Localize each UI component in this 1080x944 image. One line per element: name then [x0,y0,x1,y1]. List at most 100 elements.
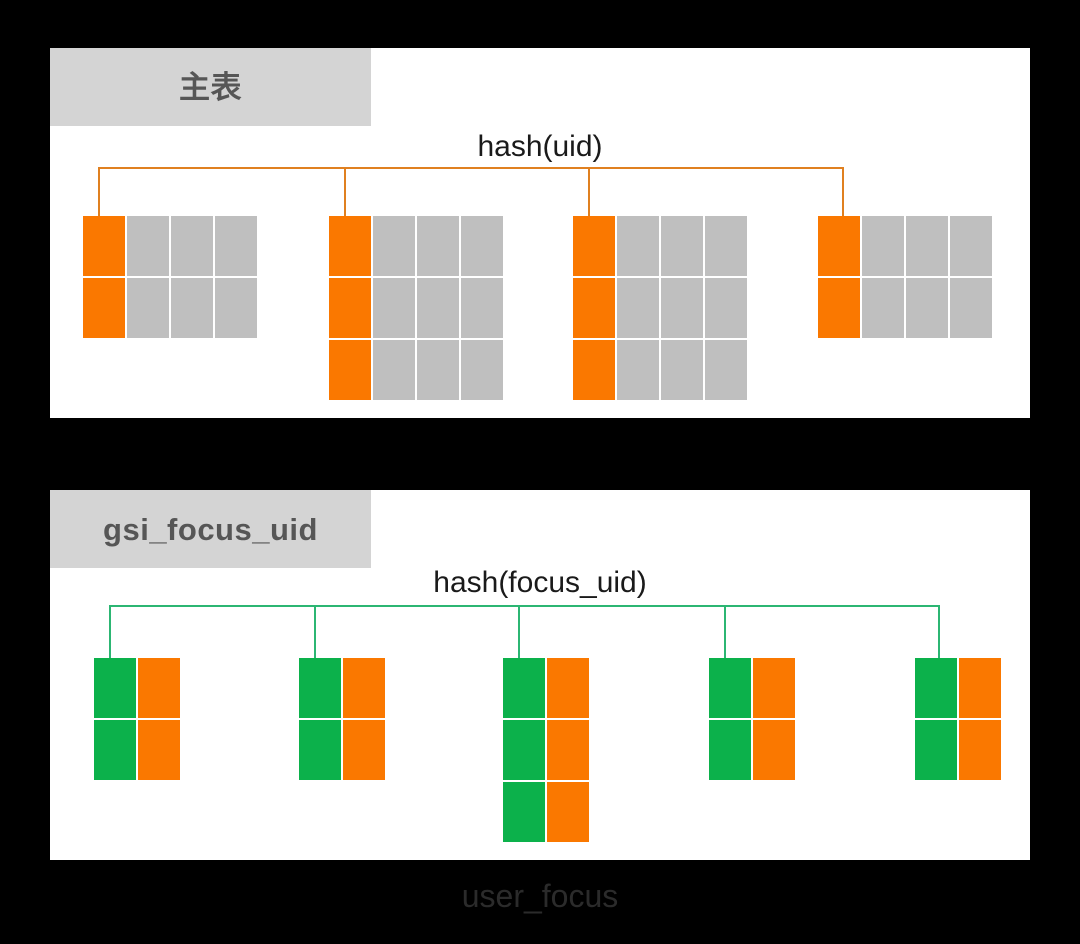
table-row [503,720,589,780]
gsi-partition-block [94,658,180,780]
partition-key-cell [329,216,371,276]
connector-drop [314,605,316,658]
data-cell [373,340,415,400]
table-row [709,720,795,780]
table-row [329,216,503,276]
table-row [94,658,180,718]
gsi-partition-block [915,658,1001,780]
gsi-table-header-label: gsi_focus_uid [103,511,318,547]
gsi-key-cell [915,658,957,718]
gsi-value-cell [547,720,589,780]
partition-key-cell [83,278,125,338]
gsi-value-cell [343,658,385,718]
table-row [83,278,257,338]
table-row [83,216,257,276]
table-row [573,340,747,400]
data-cell [950,278,992,338]
hash-focus-uid-label: hash(focus_uid) [433,566,647,599]
partition-block [818,216,992,338]
gsi-value-cell [753,658,795,718]
data-cell [373,278,415,338]
partition-key-cell [329,278,371,338]
data-cell [661,216,703,276]
data-cell [171,278,213,338]
data-cell [661,278,703,338]
gsi-key-cell [709,658,751,718]
table-row [329,278,503,338]
gsi-key-cell [709,720,751,780]
data-cell [862,278,904,338]
connector-drop [109,605,111,658]
main-table-header-label: 主表 [179,69,242,105]
gsi-value-cell [138,658,180,718]
table-row [818,278,992,338]
partition-block [573,216,747,400]
table-row [94,720,180,780]
hash-uid-label: hash(uid) [477,130,603,163]
gsi-partition-block [299,658,385,780]
data-cell [417,278,459,338]
partition-key-cell [818,216,860,276]
partition-key-cell [329,340,371,400]
gsi-partition-block [709,658,795,780]
gsi-table-header: gsi_focus_uid [50,490,371,568]
table-row [299,658,385,718]
data-cell [617,216,659,276]
data-cell [417,216,459,276]
gsi-value-cell [547,658,589,718]
gsi-key-cell [299,658,341,718]
table-row [818,216,992,276]
data-cell [373,216,415,276]
gsi-key-cell [503,720,545,780]
table-row [299,720,385,780]
data-cell [461,340,503,400]
data-cell [171,216,213,276]
table-row [915,720,1001,780]
partition-key-cell [573,340,615,400]
table-row [503,658,589,718]
data-cell [705,278,747,338]
gsi-value-cell [547,782,589,842]
connector-bus [98,167,844,169]
partition-block [83,216,257,338]
data-cell [215,278,257,338]
table-row [915,658,1001,718]
data-cell [617,278,659,338]
connector-bus [109,605,940,607]
connector-drop [518,605,520,658]
connector-drop [98,167,100,216]
data-cell [661,340,703,400]
main-table-panel: 主表 hash(uid) [50,48,1030,418]
partition-block [329,216,503,400]
partition-key-cell [818,278,860,338]
partition-key-cell [83,216,125,276]
gsi-value-cell [343,720,385,780]
data-cell [862,216,904,276]
diagram-caption: user_focus [461,878,619,914]
table-row [503,782,589,842]
table-row [709,658,795,718]
main-table-header: 主表 [50,48,371,126]
partition-key-cell [573,278,615,338]
data-cell [215,216,257,276]
gsi-table-panel: gsi_focus_uid hash(focus_uid) [50,490,1030,860]
data-cell [461,216,503,276]
data-cell [127,216,169,276]
gsi-key-cell [503,658,545,718]
data-cell [417,340,459,400]
data-cell [617,340,659,400]
gsi-value-cell [753,720,795,780]
gsi-key-cell [94,658,136,718]
connector-drop [588,167,590,216]
gsi-value-cell [959,658,1001,718]
gsi-value-cell [959,720,1001,780]
gsi-key-cell [94,720,136,780]
table-row [573,216,747,276]
connector-drop [938,605,940,658]
gsi-key-cell [503,782,545,842]
data-cell [127,278,169,338]
connector-drop [724,605,726,658]
gsi-key-cell [299,720,341,780]
gsi-value-cell [138,720,180,780]
data-cell [705,216,747,276]
